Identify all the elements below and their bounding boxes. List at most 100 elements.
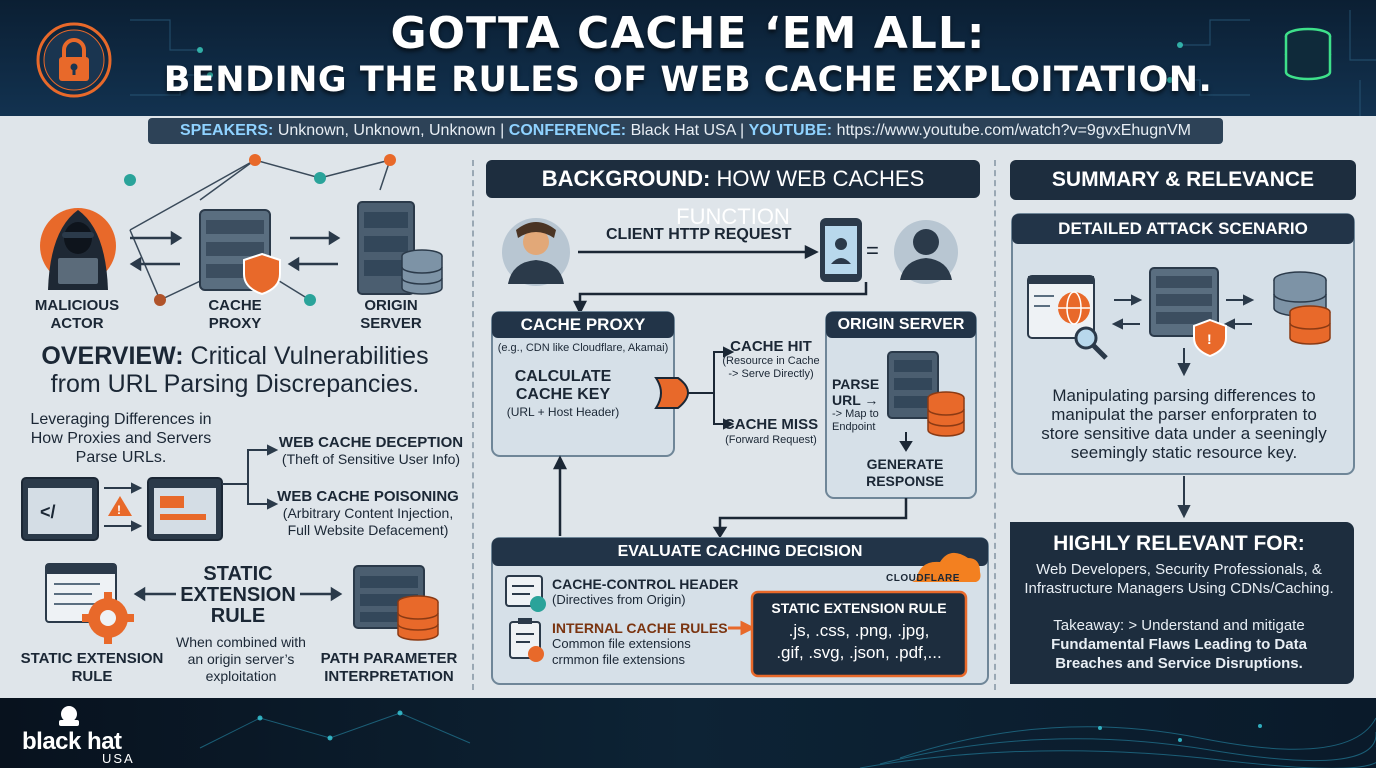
text-line: Leveraging Differences in (30, 411, 212, 428)
cache-hit: CACHE HIT (Resource in Cache -> Serve Di… (718, 338, 824, 381)
static-extension-rule-center: STATIC EXTENSION RULE (170, 564, 306, 627)
extension-list: .gif, .svg, .json, .pdf,... (776, 643, 942, 662)
cache-miss: CACHE MISS (Forward Request) (718, 416, 824, 447)
wcd-desc: (Theft of Sensitive User Info) (281, 451, 461, 467)
text-line: crmmon file extensions (552, 652, 685, 667)
globe-icon (1027, 275, 1095, 339)
shield-icon: ! (1193, 318, 1227, 358)
leverage-text: Leveraging Differences in How Proxies an… (14, 410, 228, 467)
youtube-link[interactable]: https://www.youtube.com/watch?v=9gvxEhug… (836, 122, 1191, 139)
wcp-title: WEB CACHE POISONING (277, 488, 459, 505)
text-line: Common file extensions (552, 636, 691, 651)
web-cache-poisoning: WEB CACHE POISONING (Arbitrary Content I… (270, 488, 466, 539)
lock-icon (34, 20, 114, 100)
database-icon (397, 595, 439, 641)
black-hat-usa: USA (102, 751, 135, 766)
text-line: STATIC EXTENSION (20, 650, 164, 667)
text-line: STATIC (203, 563, 273, 585)
cache-proxy-label: CACHE PROXY (180, 297, 290, 333)
text-line: RULE (71, 668, 113, 685)
title-line-1: GOTTA CACHE ‘EM ALL: (390, 8, 986, 59)
server-icon (1149, 267, 1219, 337)
cache-proxy-title: CACHE PROXY (520, 315, 646, 334)
svg-text:!: ! (117, 503, 121, 517)
title-line-2: BENDING THE RULES OF WEB CACHE EXPLOITAT… (163, 60, 1213, 100)
server-icon (353, 565, 425, 629)
text-line: Web Developers, Security Professionals, … (1036, 561, 1322, 578)
text-line: RESPONSE (866, 473, 944, 489)
text-line: When combined with (176, 634, 306, 650)
summary-header: SUMMARY & RELEVANCE (1010, 160, 1356, 200)
code-window-icon: </ (21, 477, 99, 541)
text-line: PARSE (832, 376, 880, 392)
cloud-icon (912, 552, 981, 582)
text-line: Manipulating parsing differences to (1052, 386, 1316, 405)
metadata-bar: SPEAKERS: Unknown, Unknown, Unknown | CO… (148, 118, 1223, 144)
text-line: URL → (832, 392, 879, 408)
text-line: EXTENSION (180, 584, 296, 606)
text-line: Fundamental Flaws Leading to Data (1051, 636, 1307, 653)
label-line: CACHE (208, 297, 262, 314)
database-icon (1273, 271, 1331, 345)
black-hat-logo-icon (59, 706, 79, 726)
text-line: (Resource in Cache (722, 355, 820, 367)
database-icon (1268, 18, 1348, 98)
server-icon (887, 351, 939, 419)
origin-server-label: ORIGIN SERVER (336, 297, 446, 333)
text-line: CACHE HIT (730, 338, 812, 355)
text-line: -> Serve Directly) (728, 368, 814, 380)
text-line: CACHE-CONTROL HEADER (552, 576, 739, 592)
text-line: INTERNAL CACHE RULES (552, 620, 728, 636)
web-cache-deception: WEB CACHE DECEPTION (Theft of Sensitive … (278, 434, 464, 467)
gear-icon (82, 592, 134, 644)
text-line: seemingly static resource key. (1070, 443, 1298, 462)
hacker-icon (40, 208, 116, 290)
eval-title: EVALUATE CACHING DECISION (617, 543, 863, 560)
text-line: RULE (210, 605, 266, 627)
code-window-icon (147, 477, 223, 541)
attack-scenario-text: Manipulating parsing differences to mani… (1016, 386, 1352, 462)
label-line: PROXY (208, 315, 262, 332)
text-line: INTERPRETATION (324, 668, 454, 685)
logic-gate-icon (654, 377, 700, 409)
black-hat-logo: black hat (22, 728, 122, 755)
user-icon (894, 220, 958, 284)
calculate-cache-key: CALCULATE CACHE KEY (URL + Host Header) (500, 368, 626, 420)
static-extension-rule-label: STATIC EXTENSION RULE (14, 650, 170, 686)
relevant-title: HIGHLY RELEVANT FOR: (1053, 532, 1305, 555)
clipboard-icon (509, 618, 544, 662)
cache-proxy-example: (e.g., CDN like Cloudflare, Akamai) (497, 342, 669, 354)
text-line: (URL + Host Header) (506, 405, 620, 419)
conference-label: CONFERENCE: (508, 122, 627, 139)
text-line: Parse URLs. (75, 449, 167, 466)
right-diagram: ! (1010, 213, 1355, 684)
text-line: manipulat the parser enforpraten to (1051, 405, 1317, 424)
client-request-label: CLIENT HTTP REQUEST (606, 226, 792, 243)
text-line: -> Map to (832, 408, 879, 420)
text-line: (Directives from Origin) (552, 592, 686, 607)
middle-diagram: = (491, 218, 989, 685)
text-line: CALCULATE (514, 368, 612, 385)
wcp-desc: (Arbitrary Content Injection, (282, 505, 454, 521)
conference-value: Black Hat USA (630, 122, 736, 139)
attack-scenario-title: DETAILED ATTACK SCENARIO (1058, 219, 1308, 238)
speakers-label: SPEAKERS: (180, 122, 274, 139)
shield-icon (243, 252, 281, 296)
label-line: ACTOR (50, 315, 104, 332)
bg-text: HOW WEB CACHES FUNCTION (676, 166, 925, 229)
parse-url: PARSE URL → -> Map to Endpoint (832, 376, 892, 434)
document-icon (505, 575, 546, 612)
network-decoration (199, 710, 1376, 768)
text-line: How Proxies and Servers (30, 430, 212, 447)
relevant-audience: Web Developers, Security Professionals, … (1004, 560, 1354, 598)
column-divider (472, 160, 474, 690)
overview-text: Critical Vulnerabilities (190, 342, 429, 370)
text-line: STATIC EXTENSION RULE (771, 600, 947, 616)
text-line: PATH PARAMETER (320, 650, 458, 667)
text-line: Endpoint (832, 421, 876, 433)
left-diagram: </ ! (21, 154, 443, 644)
path-parameter-label: PATH PARAMETER INTERPRETATION (316, 650, 462, 686)
database-icon (927, 391, 965, 437)
text-line: Breaches and Service Disruptions. (1055, 655, 1303, 672)
overview-label: OVERVIEW: (41, 342, 184, 370)
